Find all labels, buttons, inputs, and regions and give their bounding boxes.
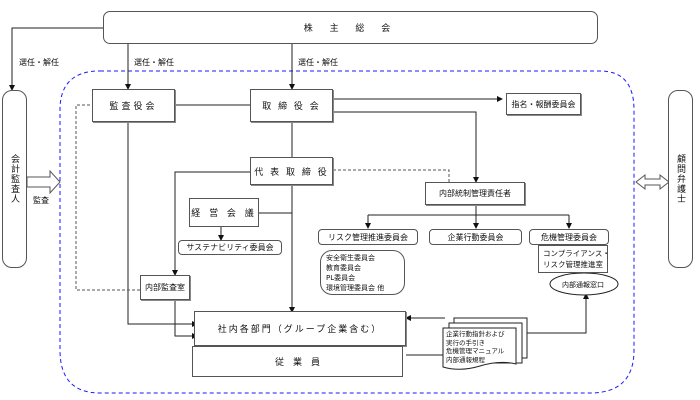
nomination-committee-box[interactable]: 指名・報酬委員会 [506, 93, 581, 115]
legal-double-arrow [635, 173, 670, 191]
internal-audit-label: 内部監査室 [145, 283, 185, 292]
audit-board-box[interactable]: 監査役会 [92, 89, 175, 122]
appoint-dismiss-label-left: 選任・解任 [19, 58, 59, 67]
sub-committee-item: 安全衛生委員会 [326, 253, 375, 262]
employees-label: 従 業 員 [274, 358, 320, 368]
management-council-label: 経 営 会 議 [191, 209, 257, 219]
crisis-committee-label: 危機管理委員会 [541, 232, 597, 242]
shareholders-meeting-label: 株 主 総 会 [303, 24, 398, 34]
document-item: 実行の手引き [446, 338, 485, 347]
crisis-committee-box[interactable]: 危機管理委員会 [529, 229, 609, 245]
sustainability-committee-box[interactable]: サステナビリティ委員会 [178, 240, 282, 255]
audit-board-label: 監査役会 [109, 102, 158, 112]
nomination-committee-label: 指名・報酬委員会 [511, 99, 576, 109]
compliance-office-line2: リスク管理推進室 [543, 260, 603, 269]
appoint-dismiss-label-right: 選任・解任 [298, 58, 338, 67]
audit-label: 監査 [33, 196, 49, 205]
sub-committee-item: PL委員会 [326, 273, 356, 282]
management-council-box[interactable]: 経 営 会 議 [189, 198, 259, 227]
sub-committee-item: 環境管理委員会 他 [326, 283, 385, 292]
corporate-conduct-committee-box[interactable]: 企業行動委員会 [429, 229, 522, 245]
representative-director-box[interactable]: 代 表 取 締 役 [250, 157, 333, 185]
documents-text[interactable]: 企業行動指針および 実行の手引き 危機管理マニュアル 内部通報規程 [444, 329, 516, 365]
whistleblower-desk-label[interactable]: 内部通報窓口 [562, 281, 604, 289]
legal-counsel-box[interactable]: 顧問弁護士 [668, 90, 693, 268]
risk-committee-box[interactable]: リスク管理推進委員会 [318, 229, 418, 245]
internal-audit-box[interactable]: 内部監査室 [140, 275, 190, 300]
company-boundary-line [59, 70, 635, 394]
representative-director-label: 代 表 取 締 役 [254, 167, 329, 178]
document-item: 危機管理マニュアル [446, 347, 505, 355]
whistleblower-ellipse [549, 272, 619, 296]
appoint-dismiss-label-mid: 選任・解任 [134, 58, 174, 67]
compliance-office-box[interactable]: コンプライアンス・ リスク管理推進室 [538, 245, 610, 273]
sustainability-committee-label: サステナビリティ委員会 [186, 243, 274, 252]
risk-committee-label: リスク管理推進委員会 [328, 232, 408, 242]
line-shareholders-auditor [9, 27, 103, 91]
accounting-auditor-box[interactable]: 会計監査人 [2, 90, 27, 268]
sub-committees-box[interactable]: 安全衛生委員会 教育委員会 PL委員会 環境管理委員会 他 [320, 250, 405, 295]
audit-arrow [26, 169, 61, 195]
legal-counsel-label: 顧問弁護士 [675, 154, 685, 204]
corporate-conduct-committee-label: 企業行動委員会 [447, 232, 504, 242]
employees-box[interactable]: 従 業 員 [192, 346, 403, 377]
documents-stack-shape [442, 317, 528, 370]
compliance-office-line1: コンプライアンス・ [543, 249, 610, 258]
sub-committee-item: 教育委員会 [326, 263, 361, 272]
shareholders-meeting-box[interactable]: 株 主 総 会 [103, 11, 598, 44]
departments-label: 社内各部門（グループ企業含む） [217, 325, 383, 335]
document-item: 内部通報規程 [446, 355, 485, 364]
accounting-auditor-label: 会計監査人 [9, 154, 19, 204]
document-item: 企業行動指針および [446, 330, 505, 338]
departments-box[interactable]: 社内各部門（グループ企業含む） [194, 311, 406, 346]
internal-control-officer-box[interactable]: 内部統制管理責任者 [425, 182, 525, 205]
internal-control-officer-label: 内部統制管理責任者 [439, 189, 511, 198]
board-of-directors-label: 取 締 役 会 [262, 102, 321, 112]
board-of-directors-box[interactable]: 取 締 役 会 [250, 89, 333, 122]
